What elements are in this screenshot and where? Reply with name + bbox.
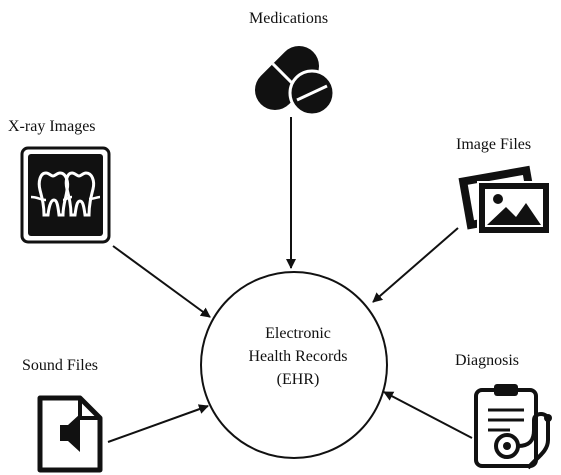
arrow-diagnosis: [383, 391, 473, 439]
xray-tooth-icon: [20, 146, 111, 244]
diagnosis-clipboard-icon: [474, 384, 552, 470]
image-files-icon: [458, 165, 551, 235]
arrow-xray: [112, 245, 211, 318]
arrow-sound-files: [107, 404, 209, 443]
ehr-circle: [200, 271, 388, 459]
ehr-center-label: Electronic Health Records (EHR): [218, 322, 378, 391]
label-xray-images: X-ray Images: [8, 118, 96, 135]
ehr-label-line1: Electronic: [265, 325, 331, 342]
arrow-image-files: [372, 227, 459, 303]
label-diagnosis: Diagnosis: [455, 352, 519, 369]
sound-file-icon: [37, 395, 103, 473]
ehr-label-line3: (EHR): [276, 371, 320, 388]
ehr-label-line2: Health Records: [248, 348, 348, 365]
label-image-files: Image Files: [456, 136, 532, 153]
label-sound-files: Sound Files: [22, 357, 99, 374]
pill-icon: [254, 45, 336, 117]
label-medications: Medications: [249, 10, 329, 27]
